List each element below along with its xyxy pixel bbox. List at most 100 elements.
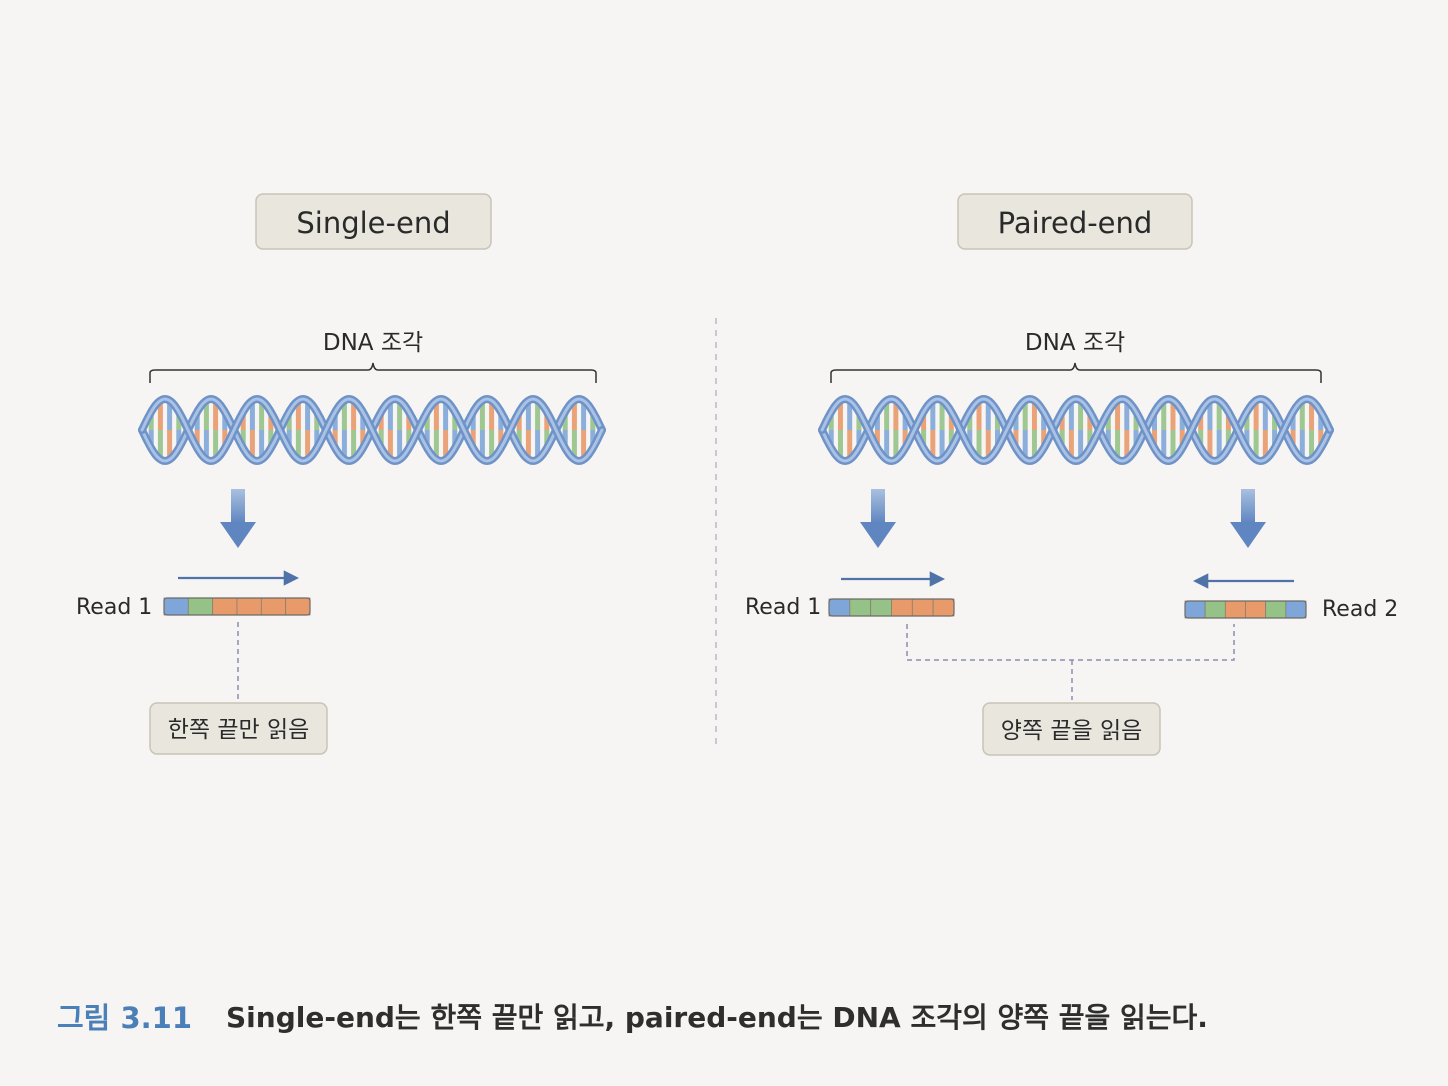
base-pair-half — [406, 414, 412, 430]
base-pair-half — [268, 414, 274, 430]
base-pair-half — [1253, 430, 1259, 457]
read-segment — [1204, 600, 1226, 619]
base-pair-half — [994, 414, 1000, 430]
base-pair-half — [295, 430, 301, 457]
base-pair-half — [1022, 430, 1028, 457]
paired-end-title-box: Paired-end — [957, 193, 1193, 250]
base-pair-half — [525, 403, 531, 430]
base-pair-half — [305, 403, 311, 430]
base-pair-half — [884, 430, 890, 457]
base-pair-half — [1031, 430, 1037, 457]
single-fragment-label: DNA 조각 — [323, 330, 423, 356]
base-pair-half — [452, 414, 458, 430]
single-end-title-box: Single-end — [255, 193, 492, 250]
base-pair-half — [874, 430, 880, 446]
base-pair-half — [1105, 430, 1111, 446]
figure-caption-text: Single-end는 한쪽 끝만 읽고, paired-end는 DNA 조각… — [226, 1001, 1208, 1034]
read-segment — [1265, 600, 1287, 619]
base-pair-half — [443, 403, 449, 430]
base-pair-half — [948, 430, 954, 446]
base-pair-half — [1244, 430, 1250, 446]
base-pair-half — [387, 403, 393, 430]
base-pair-half — [194, 430, 200, 446]
base-pair-half — [203, 403, 209, 430]
base-pair-half — [360, 414, 366, 430]
base-pair-half — [525, 430, 531, 457]
base-pair-half — [581, 430, 587, 457]
helix-backbone-highlight — [820, 397, 1332, 463]
base-pair-half — [874, 414, 880, 430]
single-note: 한쪽 끝만 읽음 — [168, 717, 310, 743]
base-pair-half — [1253, 403, 1259, 430]
read-segment — [1184, 600, 1206, 619]
base-pair-half — [847, 430, 853, 457]
base-pair-half — [1272, 430, 1278, 446]
paired-read2-label: Read 2 — [1322, 597, 1398, 622]
base-pair-half — [1115, 430, 1121, 457]
base-pair-half — [562, 414, 568, 430]
read-segment — [285, 597, 311, 616]
base-pair-half — [387, 430, 393, 457]
base-pair-half — [837, 403, 843, 430]
base-pair-half — [1161, 403, 1167, 430]
paired-end-title: Paired-end — [998, 206, 1153, 240]
base-pair-half — [967, 414, 973, 430]
paired-read2-bar — [1184, 600, 1307, 619]
paired-end-panel: Paired-end DNA 조각 Read 1 Read 2 양쪽 끝을 읽음 — [745, 193, 1398, 756]
base-pair-half — [167, 430, 173, 457]
base-pair-half — [856, 430, 862, 446]
read-outline — [1184, 600, 1307, 619]
paired-note-box: 양쪽 끝을 읽음 — [982, 702, 1161, 756]
single-end-panel: Single-end DNA 조각 Read 1 한쪽 끝만 읽음 — [76, 193, 606, 755]
read-segment — [187, 597, 214, 616]
base-pair-half — [157, 403, 163, 430]
base-pair-half — [828, 414, 834, 430]
base-pair-half — [1068, 430, 1074, 457]
base-pair-half — [268, 430, 274, 446]
base-pair-half — [498, 430, 504, 446]
base-pair-half — [544, 430, 550, 446]
base-pair-half — [921, 414, 927, 430]
figure-number: 그림 3.11 — [57, 1001, 193, 1035]
base-pair-half — [314, 430, 320, 446]
read-segment — [236, 597, 262, 616]
base-pair-half — [1133, 430, 1139, 446]
base-pair-half — [157, 430, 163, 457]
base-pair-half — [1087, 430, 1093, 446]
paired-dashed-connector — [906, 624, 1235, 700]
base-pair-half — [1105, 414, 1111, 430]
base-pair-half — [378, 414, 384, 430]
read-segment — [828, 598, 851, 617]
base-pair-half — [341, 403, 347, 430]
read-segment — [932, 598, 955, 617]
read-outline — [828, 598, 955, 617]
base-pair-half — [1207, 403, 1213, 430]
base-pair-half — [985, 403, 991, 430]
base-pair-half — [948, 414, 954, 430]
read-segment — [1224, 600, 1246, 619]
base-pair-half — [837, 430, 843, 457]
read-segment — [163, 597, 189, 616]
base-pair-half — [581, 403, 587, 430]
base-pair-half — [424, 414, 430, 430]
base-pair-half — [433, 430, 439, 457]
read-segment — [891, 598, 913, 617]
base-pair-half — [1290, 414, 1296, 430]
base-pair-half — [479, 430, 485, 457]
base-pair-half — [930, 430, 936, 457]
base-pair-half — [470, 430, 476, 446]
base-pair-half — [1013, 430, 1019, 446]
single-read1-bar — [163, 597, 311, 616]
single-fragment-bracket — [149, 362, 597, 383]
base-pair-half — [148, 414, 154, 430]
base-pair-half — [1031, 403, 1037, 430]
base-pair-half — [1059, 430, 1065, 446]
single-read1-label: Read 1 — [76, 595, 152, 620]
base-pair-half — [332, 430, 338, 446]
base-pair-half — [967, 430, 973, 446]
base-pair-half — [516, 430, 522, 446]
paired-fragment-bracket — [830, 362, 1322, 383]
base-pair-half — [1290, 430, 1296, 446]
read-segment — [1245, 600, 1267, 619]
